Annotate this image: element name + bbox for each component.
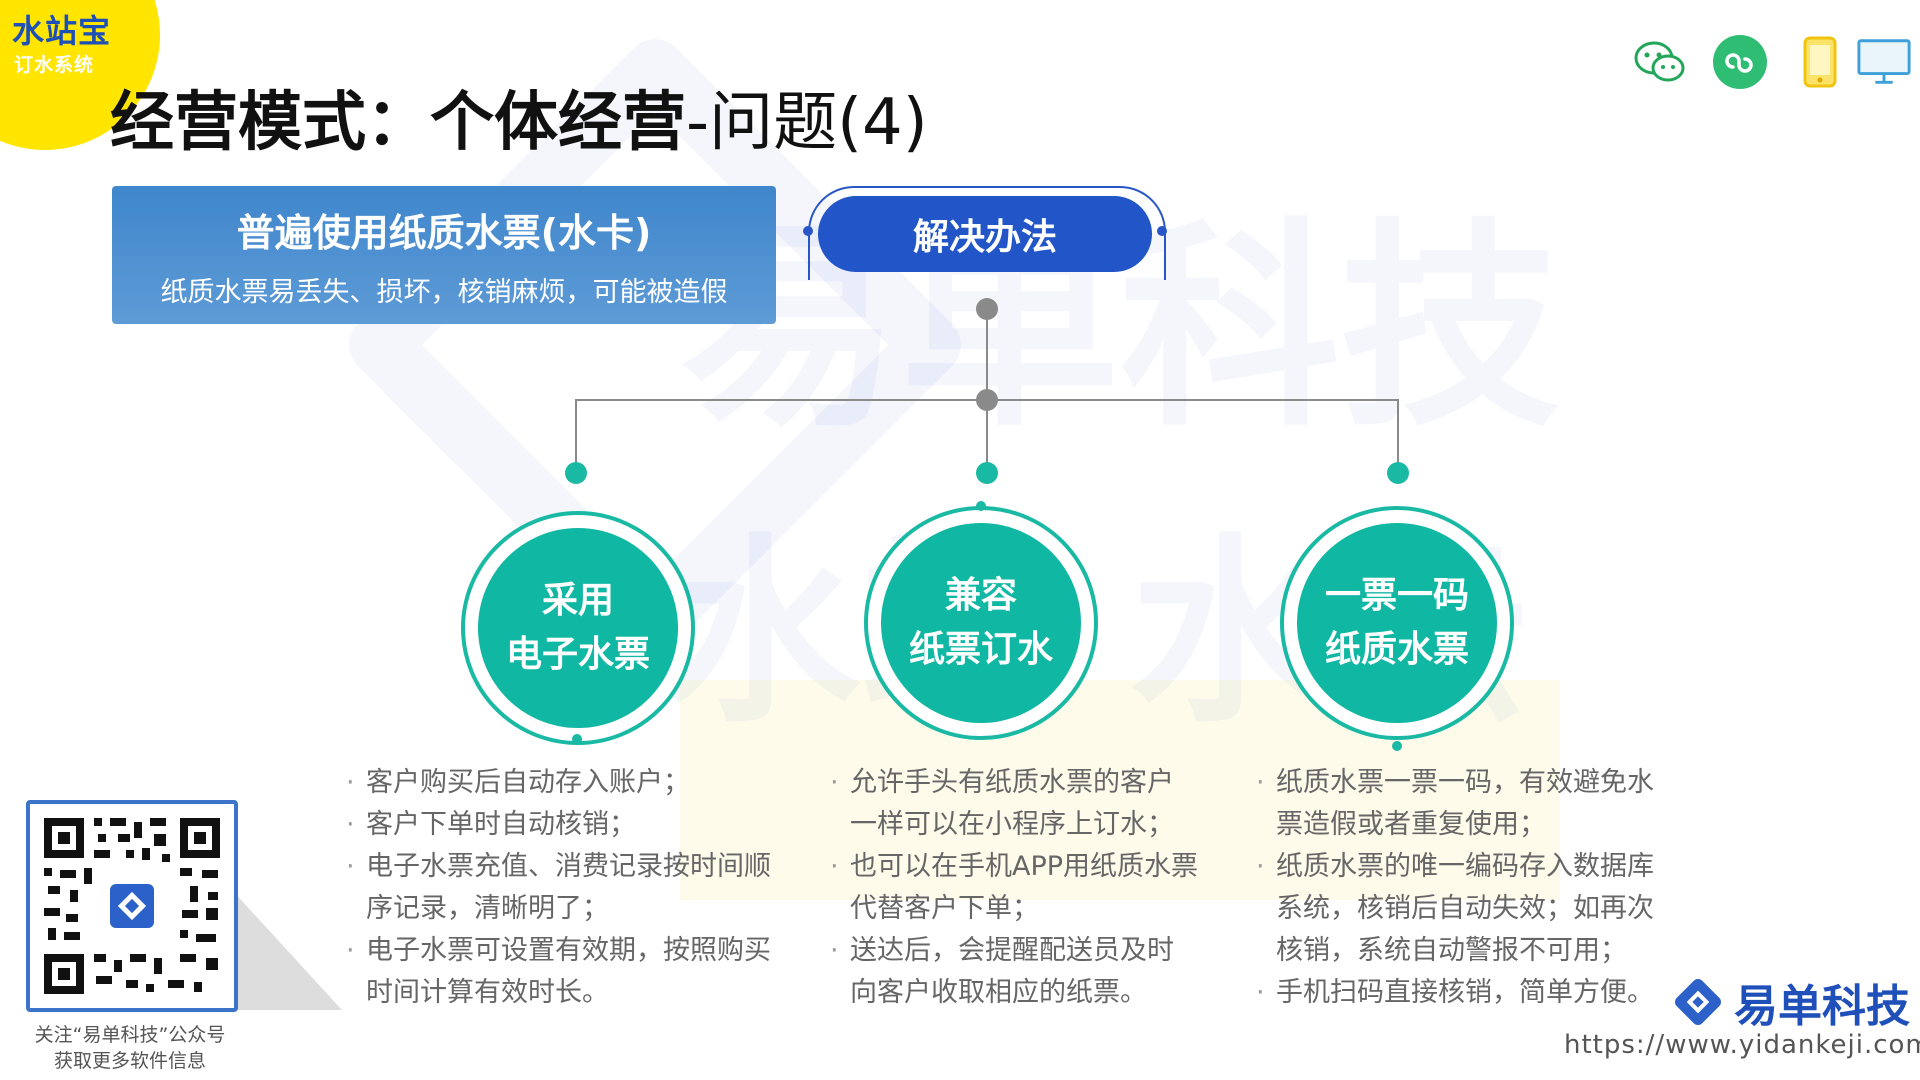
ring-dot-compatible-top xyxy=(976,501,986,511)
bullets-unique-code: 纸质水票一票一码，有效避免水票造假或者重复使用； 纸质水票的唯一编码存入数据库系… xyxy=(1256,762,1676,1014)
qr-code[interactable] xyxy=(26,800,238,1012)
solution-pill: 解决办法 xyxy=(818,196,1152,272)
connector-dot-top xyxy=(976,298,998,320)
bullet-item: 纸质水票一票一码，有效避免水票造假或者重复使用； xyxy=(1256,762,1676,846)
bullet-item: 客户购买后自动存入账户； xyxy=(346,762,796,804)
mobile-app-icon[interactable] xyxy=(1792,34,1848,90)
problem-description: 纸质水票易丢失、损坏，核销麻烦，可能被造假 xyxy=(160,277,728,308)
brand-name: 水站宝 xyxy=(12,12,112,50)
option-label-line2: 电子水票 xyxy=(505,634,650,675)
problem-title: 普遍使用纸质水票(水卡) xyxy=(236,211,652,255)
bullet-item: 电子水票充值、消费记录按时间顺序记录，清晰明了； xyxy=(346,846,796,930)
bullet-item: 手机扫码直接核销，简单方便。 xyxy=(1256,972,1676,1014)
connector-drop-center xyxy=(986,399,988,471)
title-main: 经营模式：个体经营 xyxy=(110,86,686,160)
option-label-line1: 采用 xyxy=(541,580,614,621)
bullet-item: 允许手头有纸质水票的客户一样可以在小程序上订水； xyxy=(830,762,1200,846)
bullets-compatible: 允许手头有纸质水票的客户一样可以在小程序上订水； 也可以在手机APP用纸质水票代… xyxy=(830,762,1200,1014)
footer-company-name: 易单科技 xyxy=(1734,981,1910,1032)
option-label-line1: 一票一码 xyxy=(1324,575,1469,616)
option-circle-electronic: 采用 电子水票 xyxy=(461,511,695,745)
solution-outline-dot-right xyxy=(1157,226,1167,236)
option-label-line2: 纸质水票 xyxy=(1324,629,1469,670)
connector-dot-right xyxy=(1387,462,1409,484)
mini-program-icon[interactable] xyxy=(1712,34,1768,90)
title-suffix: -问题(4) xyxy=(686,86,928,160)
wechat-icon[interactable] xyxy=(1632,34,1688,90)
qr-shadow xyxy=(232,890,342,1010)
connector-dot-center xyxy=(976,462,998,484)
bullet-item: 客户下单时自动核销； xyxy=(346,804,796,846)
desktop-icon[interactable] xyxy=(1856,34,1912,90)
problem-box: 普遍使用纸质水票(水卡) 纸质水票易丢失、损坏，核销麻烦，可能被造假 xyxy=(112,186,776,324)
option-label-line2: 纸票订水 xyxy=(908,629,1053,670)
bullets-electronic: 客户购买后自动存入账户； 客户下单时自动核销； 电子水票充值、消费记录按时间顺序… xyxy=(346,762,796,1014)
bullet-item: 电子水票可设置有效期，按照购买时间计算有效时长。 xyxy=(346,930,796,1014)
option-circle-unique-code: 一票一码 纸质水票 xyxy=(1280,506,1514,740)
qr-caption-line1: 关注“易单科技”公众号 xyxy=(34,1024,226,1046)
bullet-item: 纸质水票的唯一编码存入数据库系统，核销后自动失效；如再次核销，系统自动警报不可用… xyxy=(1256,846,1676,972)
page-title: 经营模式：个体经营-问题(4) xyxy=(110,80,928,166)
connector-dot-left xyxy=(565,462,587,484)
company-logo-icon xyxy=(1675,979,1721,1025)
footer-url[interactable]: https://www.yidankeji.com xyxy=(1564,1030,1920,1060)
qr-caption-line2: 获取更多软件信息 xyxy=(53,1050,206,1072)
option-circle-compatible: 兼容 纸票订水 xyxy=(864,506,1098,740)
bullet-item: 也可以在手机APP用纸质水票代替客户下单； xyxy=(830,846,1200,930)
ring-dot-unique-code-bottom xyxy=(1392,741,1402,751)
option-label-line1: 兼容 xyxy=(944,575,1017,616)
solution-outline-dot-left xyxy=(803,226,813,236)
connector-drop-right xyxy=(1397,399,1399,471)
brand-subtitle: 订水系统 xyxy=(14,54,95,76)
option-core-compatible: 兼容 纸票订水 xyxy=(881,523,1081,723)
option-core-electronic: 采用 电子水票 xyxy=(478,528,678,728)
footer-logo: 易单科技 xyxy=(1670,970,1910,1034)
ring-dot-electronic-bottom xyxy=(572,734,582,744)
option-core-unique-code: 一票一码 纸质水票 xyxy=(1297,523,1497,723)
bullet-item: 送达后，会提醒配送员及时向客户收取相应的纸票。 xyxy=(830,930,1200,1014)
qr-caption: 关注“易单科技”公众号 获取更多软件信息 xyxy=(20,1022,240,1074)
connector-drop-left xyxy=(575,399,577,471)
connector-vertical-main xyxy=(986,310,988,400)
